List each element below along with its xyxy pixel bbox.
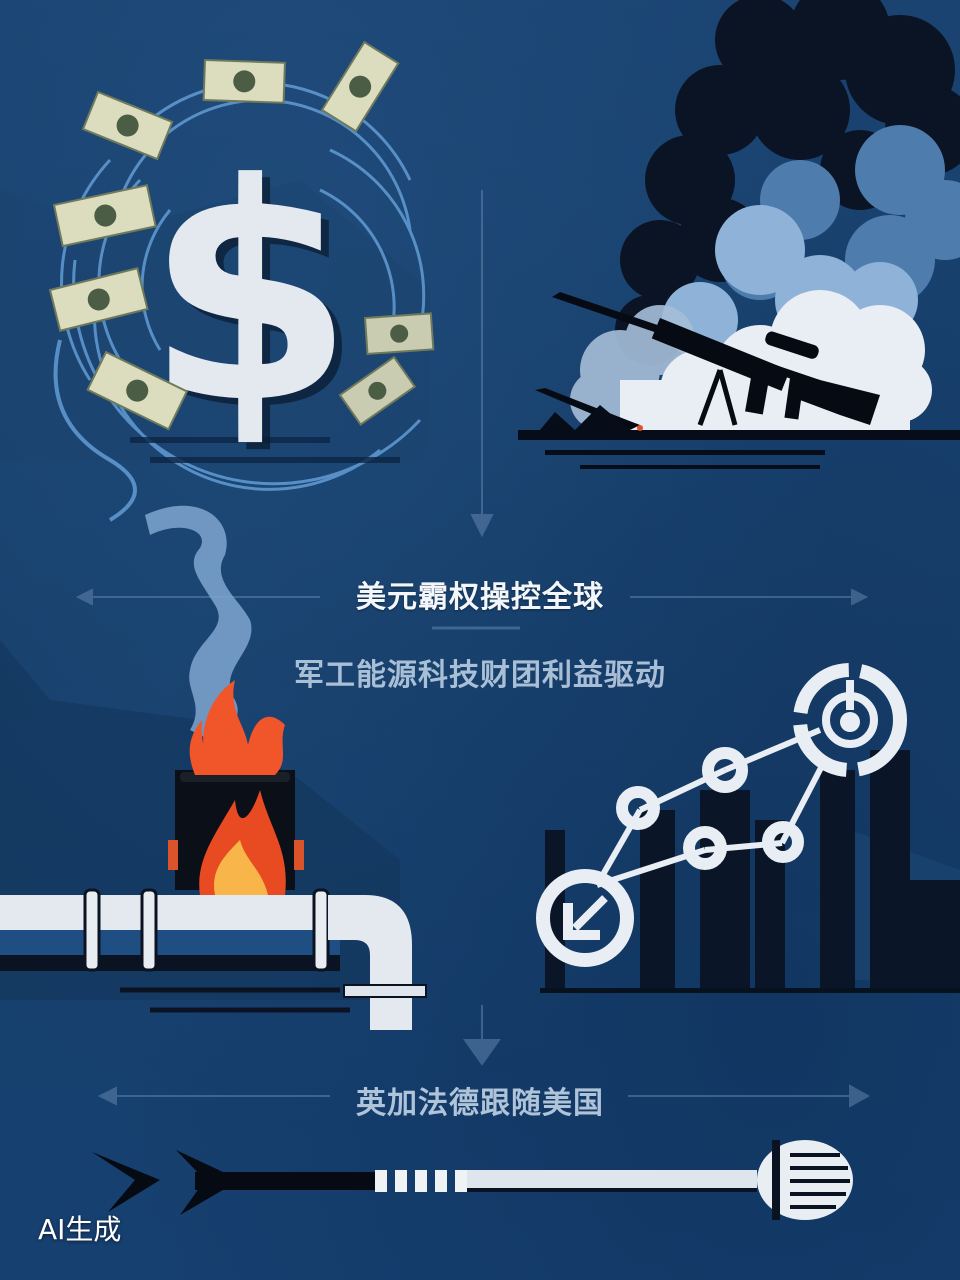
ai-generated-watermark: AI生成: [38, 1213, 122, 1246]
smoke-trail: [145, 505, 252, 740]
arrow-microphone-icon: [92, 1140, 853, 1220]
burning-pipeline-icon: [0, 680, 427, 1030]
banknote-icons: [48, 40, 435, 431]
tech-network-icon: [536, 663, 960, 993]
rifle-smoke-icon: [518, 0, 960, 469]
caption-allies-follow: 英加法德跟随美国: [356, 1086, 604, 1121]
dollar-sign: $: [146, 120, 355, 469]
headline-dollar-hegemony: 美元霸权操控全球: [356, 580, 604, 615]
dollar-vortex-icon: $ $: [48, 40, 435, 522]
connector-arrows: [75, 190, 871, 1108]
dollar-sign-shadow: $: [154, 127, 363, 476]
subheadline-interest-groups: 军工能源科技财团利益驱动: [294, 658, 666, 693]
